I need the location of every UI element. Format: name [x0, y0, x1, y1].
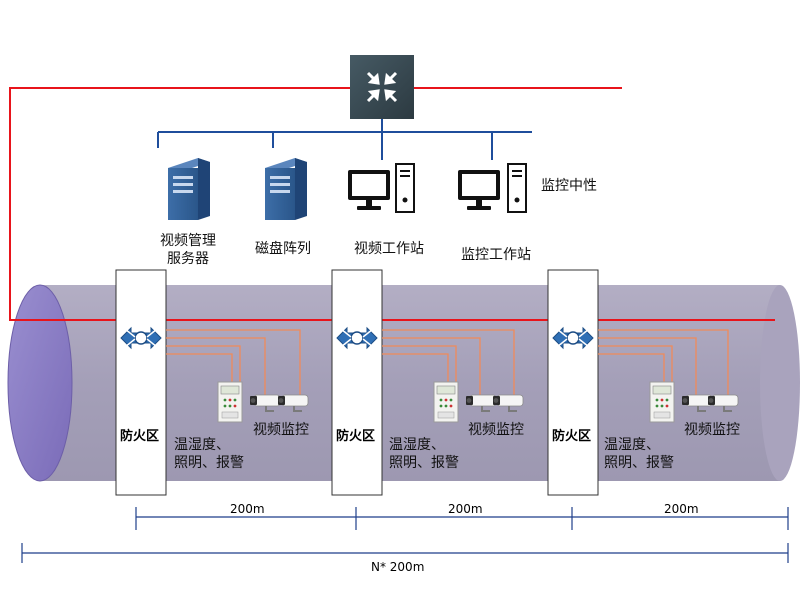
core-switch-icon [350, 55, 414, 119]
drop-lines [598, 329, 729, 395]
total-dimension [21, 543, 789, 563]
video-monitoring-label: 视频监控 [468, 422, 524, 438]
tunnel-near-end [7, 284, 73, 482]
zone-3 [547, 269, 739, 496]
station-label-disk-array: 磁盘阵列 [255, 241, 311, 257]
zone-switch-icon [116, 322, 166, 354]
monitoring-center-label: 监控中性 [541, 178, 597, 194]
server-label-line1: 视频管理 [160, 233, 216, 249]
segment-length-label: 200m [448, 502, 483, 516]
sensor-label: 温湿度、 照明、报警 [174, 436, 244, 472]
video-monitoring-label: 视频监控 [684, 422, 740, 438]
drop-lines [166, 329, 301, 395]
fire-zone-panel [115, 269, 167, 496]
segment-dimensions [135, 507, 789, 530]
control-cabinet-icon [217, 381, 243, 423]
station-label-video-workstation: 视频工作站 [354, 241, 424, 257]
fire-zone-label: 防火区 [552, 429, 592, 444]
sensor-label-line2: 照明、报警 [389, 455, 459, 471]
sensor-label-line1: 温湿度、 [604, 437, 660, 453]
workstation-icon [458, 163, 527, 213]
sensor-label-line2: 照明、报警 [174, 455, 244, 471]
zone-2 [331, 269, 524, 496]
control-cabinet-icon [433, 381, 459, 423]
workstation-icon [348, 163, 415, 213]
fire-zone-panel [331, 269, 383, 496]
segment-length-label: 200m [664, 502, 699, 516]
ring-network-line [9, 87, 775, 321]
drop-lines [382, 329, 515, 395]
sensor-label-line1: 温湿度、 [174, 437, 230, 453]
server-icon [168, 158, 210, 220]
zone-switch-icon [332, 322, 382, 354]
segment-length-label: 200m [230, 502, 265, 516]
zone-1 [115, 269, 309, 496]
video-monitoring-label: 视频监控 [253, 422, 309, 438]
sensor-label: 温湿度、 照明、报警 [604, 436, 674, 472]
station-label-server: 视频管理 服务器 [148, 232, 228, 268]
zone-switch-icon [548, 322, 598, 354]
tunnel-far-end [760, 285, 800, 481]
control-cabinet-icon [649, 381, 675, 423]
server-label-line2: 服务器 [167, 251, 209, 267]
sensor-label-line2: 照明、报警 [604, 455, 674, 471]
sensor-label-line1: 温湿度、 [389, 437, 445, 453]
lan-bus [157, 119, 532, 160]
fire-zone-label: 防火区 [120, 429, 160, 444]
fire-zone-panel [547, 269, 599, 496]
sensor-label: 温湿度、 照明、报警 [389, 436, 459, 472]
total-length-label: N* 200m [371, 560, 425, 574]
station-label-monitoring-workstation: 监控工作站 [461, 247, 531, 263]
disk-array-icon [265, 158, 307, 220]
fire-zone-label: 防火区 [336, 429, 376, 444]
